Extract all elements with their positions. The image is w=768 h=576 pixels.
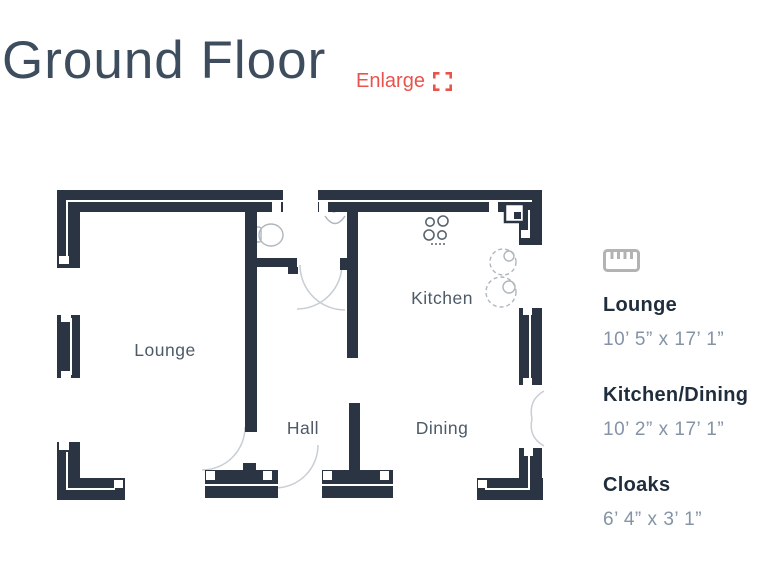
french-door-arc-bottom	[530, 418, 545, 447]
legend-room-dimensions: 6’ 4” x 3’ 1”	[603, 509, 703, 530]
legend-item-cloaks: Cloaks 6’ 4” x 3’ 1”	[603, 474, 768, 531]
room-label-hall: Hall	[287, 418, 319, 438]
enlarge-button[interactable]: Enlarge	[356, 70, 452, 93]
wall-segment	[349, 403, 360, 470]
wall-segment	[57, 190, 80, 268]
room-label-dining: Dining	[416, 418, 469, 438]
door-stop	[243, 463, 256, 471]
door-arcs	[201, 263, 545, 489]
hob-icon	[423, 215, 449, 245]
french-door-arc-top	[530, 390, 545, 420]
room-label-kitchen: Kitchen	[411, 288, 473, 308]
page-title: Ground Floor	[2, 31, 327, 90]
legend-item-kitchen-dining: Kitchen/Dining 10’ 2” x 17’ 1”	[603, 384, 768, 441]
wall-segment	[347, 212, 358, 358]
dimensions-legend: Lounge 10’ 5” x 17’ 1” Kitchen/Dining 10…	[603, 249, 768, 564]
expand-icon	[432, 72, 452, 91]
legend-item-lounge: Lounge 10’ 5” x 17’ 1”	[603, 294, 768, 351]
fixture-symbols	[252, 207, 517, 308]
legend-room-name: Cloaks	[603, 474, 671, 496]
toilet-icon	[258, 223, 284, 247]
ruler-icon	[603, 249, 640, 272]
wall-segment	[251, 258, 297, 267]
room-label-lounge: Lounge	[134, 340, 195, 360]
legend-room-dimensions: 10’ 2” x 17’ 1”	[603, 419, 725, 440]
legend-room-name: Kitchen/Dining	[603, 384, 749, 406]
door-stop	[340, 258, 347, 270]
room-labels: Lounge Kitchen Hall Dining	[134, 288, 473, 438]
window-segment	[57, 315, 80, 378]
kitchen-door-arc	[296, 263, 343, 310]
wall-segment	[519, 448, 542, 500]
wall-segment	[245, 212, 257, 432]
legend-room-name: Lounge	[603, 294, 678, 316]
enlarge-label: Enlarge	[356, 70, 425, 92]
front-door-arc	[274, 444, 319, 489]
basin-icon	[324, 215, 346, 225]
sink-icon	[503, 202, 526, 224]
legend-room-dimensions: 10’ 5” x 17’ 1”	[603, 329, 725, 350]
worktop-circles-icon	[485, 248, 517, 308]
cloaks-door-arc	[299, 264, 346, 311]
lounge-door-arc	[201, 426, 246, 471]
walls	[57, 190, 543, 500]
wall-details	[59, 200, 533, 490]
door-stop	[288, 267, 298, 274]
